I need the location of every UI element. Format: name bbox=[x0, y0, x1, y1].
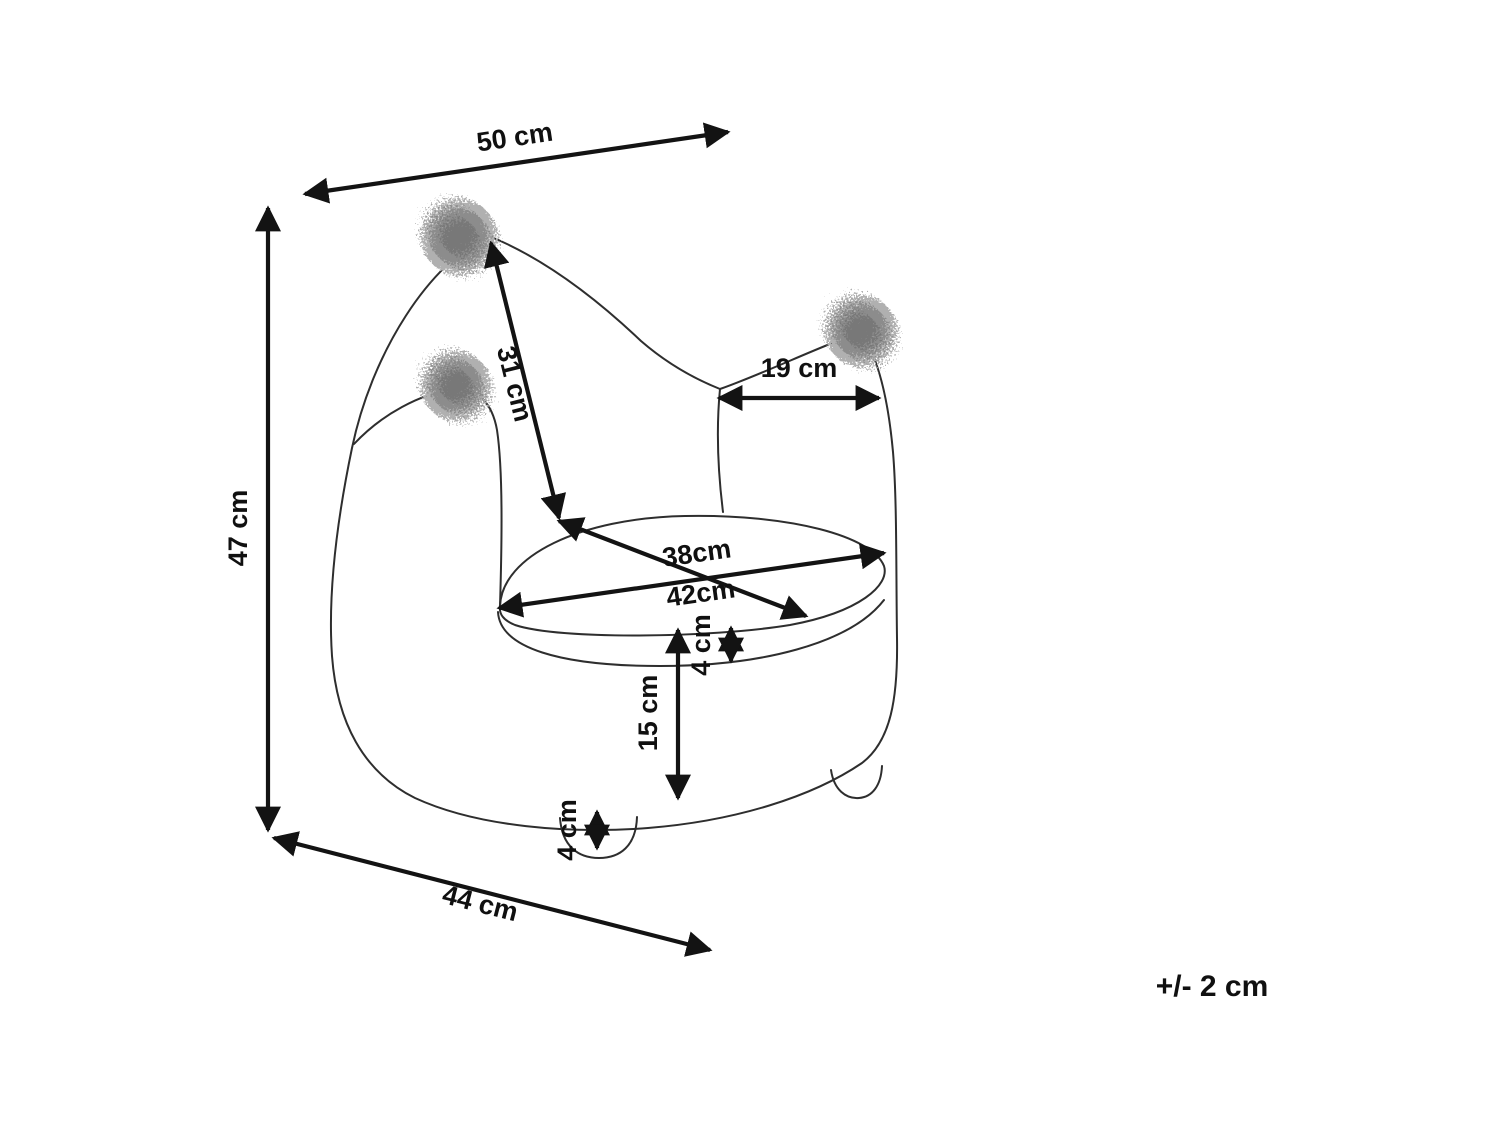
dim-label-width-top: 50 cm bbox=[475, 117, 555, 158]
dim-label-seat-inner: 38cm bbox=[660, 533, 733, 572]
armchair-drawing bbox=[330, 199, 899, 859]
tolerance-note: +/- 2 cm bbox=[1156, 970, 1269, 1003]
dimension-annotations: 50 cm 47 cm 31 cm 19 cm 38cm 42cm 4 cm 1… bbox=[223, 117, 1268, 1003]
dim-arrow-seat-outer bbox=[496, 543, 887, 618]
dim-label-cushion-thickness: 4 cm bbox=[686, 614, 716, 676]
dim-label-leg-height: 4 cm bbox=[552, 799, 582, 861]
chair-cushion-lip bbox=[497, 599, 885, 667]
dim-label-depth: 44 cm bbox=[439, 879, 521, 927]
chair-left-wing-inner bbox=[455, 387, 503, 607]
dim-label-armrest: 19 cm bbox=[761, 353, 838, 383]
dim-label-seat-outer: 42cm bbox=[664, 573, 737, 612]
dim-arrow-backrest bbox=[483, 240, 567, 521]
chair-rear-leg bbox=[830, 765, 883, 800]
dim-arrow-depth bbox=[271, 831, 713, 957]
dim-label-backrest: 31 cm bbox=[491, 343, 539, 425]
dim-label-seat-height: 15 cm bbox=[633, 675, 663, 752]
chair-silhouette bbox=[330, 235, 899, 831]
dim-label-height: 47 cm bbox=[223, 490, 253, 567]
pompom-right-icon bbox=[825, 295, 897, 367]
chair-right-arm-inner bbox=[716, 388, 724, 513]
dim-arrow-width-top bbox=[302, 122, 731, 204]
pompom-top-icon bbox=[421, 199, 497, 275]
pompom-left-icon bbox=[421, 351, 491, 421]
